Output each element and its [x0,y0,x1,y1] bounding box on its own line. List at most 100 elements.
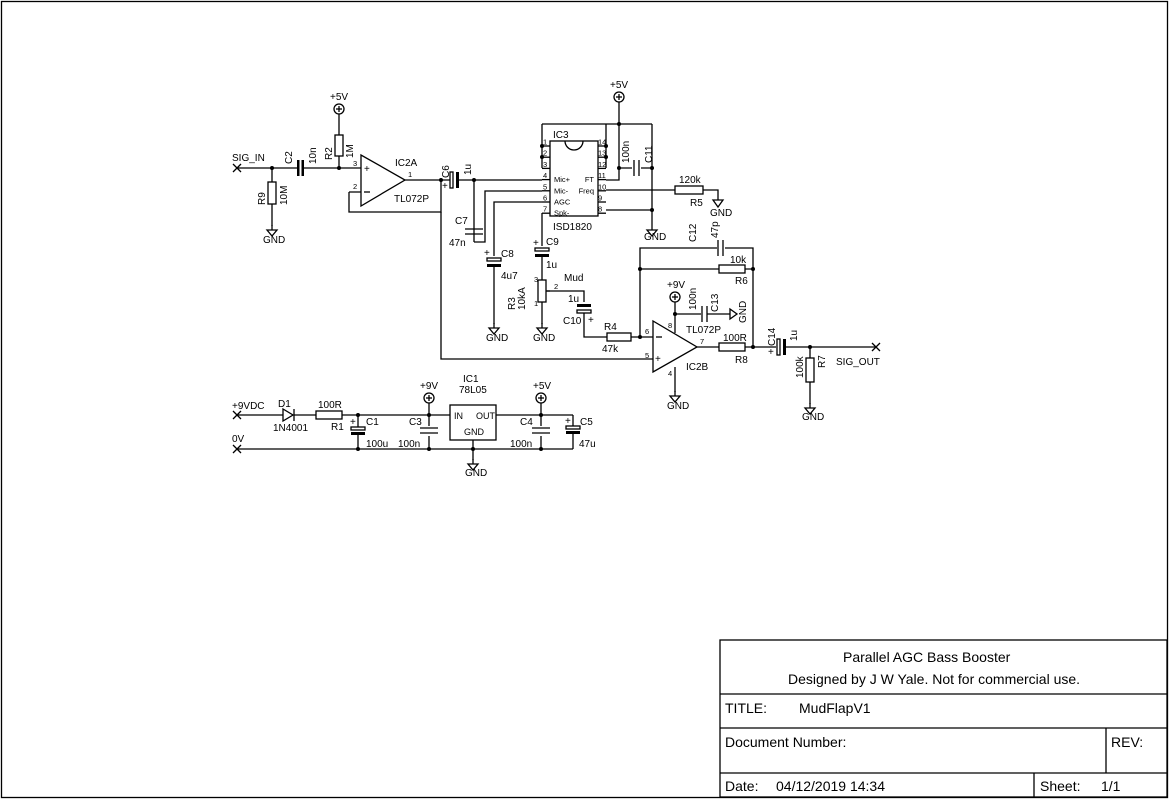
ic2b-pin5: 5 [645,351,649,360]
ic3-pin-name: AGC [554,198,571,207]
project-name: Parallel AGC Bass Booster [843,649,1011,665]
ic1-value: 78L05 [459,385,487,396]
r9-ref: R9 [257,192,268,205]
ic2a-pin1: 1 [408,170,412,179]
date-value: 04/12/2019 14:34 [776,778,885,794]
input-section: SIG_IN C2 10n R9 10M GND +5V R2 1M [232,92,356,246]
capacitor-c9: + [533,238,550,257]
ic3-pin-8: 8 [598,205,606,214]
r3-label-mud: Mud [564,273,583,284]
p5-label-supply: +5V [533,381,551,392]
c1-plus: + [350,417,356,428]
d1-value: 1N4001 [273,423,308,434]
ic3-pin-num: 10 [598,182,606,191]
ic3-pin-12: 12 [598,160,606,170]
r1-ref: R1 [331,422,344,433]
resistor-r5 [674,185,704,195]
ic3-pin-num: 9 [598,194,602,203]
c8-ref: C8 [501,249,514,260]
ic3-pin-name: Mic- [554,186,569,195]
sig-out-terminal [871,342,881,352]
r2-value: 1M [345,144,356,158]
c13-value: 100n [688,288,699,310]
c4-value: 100n [510,439,532,450]
r1-value: 100R [318,400,342,411]
date-label: Date: [725,778,758,794]
c9-plus: + [533,238,539,249]
c5-value: 47u [579,439,596,450]
capacitor-c14: + [768,338,786,358]
ic3-pin-num: 11 [598,171,606,180]
c6-plus: + [442,181,448,192]
gnd-label-r3: GND [533,333,555,344]
ic3-pin-num: 7 [543,205,547,214]
ic3-pin-num: 5 [543,182,547,191]
ic3-pin-5: 5 Mic- [542,182,569,195]
ic3-pin-name: Mic+ [554,175,571,184]
resistor-r7 [805,357,815,383]
r3-ref: R3 [507,297,518,310]
ic2a-ref: IC2A [395,158,418,169]
resistor-r4 [606,332,632,342]
opamp-ic2b: + IC2B 6 5 7 8 4 [645,319,709,378]
ic3-pin-3: 3 [542,160,550,170]
net-label-9vdc: +9VDC [232,401,265,412]
c12-ref: C12 [688,223,699,242]
ic3-pin-9: 9 [598,194,606,203]
r6-ref: R6 [735,276,748,287]
resistor-r2 [334,134,344,157]
r9-value: 10M [279,186,290,205]
ic1-in: IN [454,411,463,421]
title-block: Parallel AGC Bass Booster Designed by J … [719,639,1168,798]
r3-value: 10kA [517,287,528,310]
c10-plus: + [588,315,594,326]
ic3-pin-num: 14 [598,138,606,147]
ic2a-pin2: 2 [353,182,357,191]
c12-value: 47p [710,221,721,238]
r7-value: 100k [795,355,806,378]
c1-ref: C1 [366,417,379,428]
c11-ref: C11 [644,145,655,163]
r4-ref: R4 [604,322,617,333]
title-label: TITLE: [725,700,767,716]
ic2b-value: TL072P [686,325,721,336]
ic3-pin-name: Spk- [554,209,570,218]
gnd-label-ic1: GND [465,468,487,479]
r5-value: 120k [679,175,702,186]
c5-plus: + [565,416,571,427]
ic2a-pin3: 3 [353,159,357,168]
c10-value: 1u [568,294,579,305]
r7-ref: R7 [817,355,828,368]
d1-ref: D1 [278,399,291,410]
ic2b-pin8: 8 [668,321,672,330]
c3-ref: C3 [409,417,422,428]
capacitor-c8: + [484,248,502,267]
r8-value: 100R [723,333,747,344]
ic3-pin-num: 2 [543,149,547,158]
gnd-label-c13: GND [738,301,749,323]
c13-ref: C13 [710,293,721,312]
pot-r3 [537,279,585,324]
c6-value: 1u [463,164,474,175]
ic3-value: ISD1820 [553,222,592,233]
ic1-out: OUT [476,411,496,421]
c4-ref: C4 [520,417,533,428]
c9-value: 1u [546,260,557,271]
ic2b-ref: IC2B [686,362,709,373]
rev-label: REV: [1111,734,1143,750]
c14-plus: + [768,347,774,358]
r2-ref: R2 [324,147,335,160]
net-label-sig-in: SIG_IN [232,153,265,164]
ic3-pin-name: FT [585,175,595,184]
net-label-0v: 0V [232,434,245,445]
p9-label-ic2b: +9V [667,280,685,291]
c1-value: 100u [366,439,388,450]
resistor-r6 [718,264,746,274]
r3-pin2: 2 [554,282,558,291]
